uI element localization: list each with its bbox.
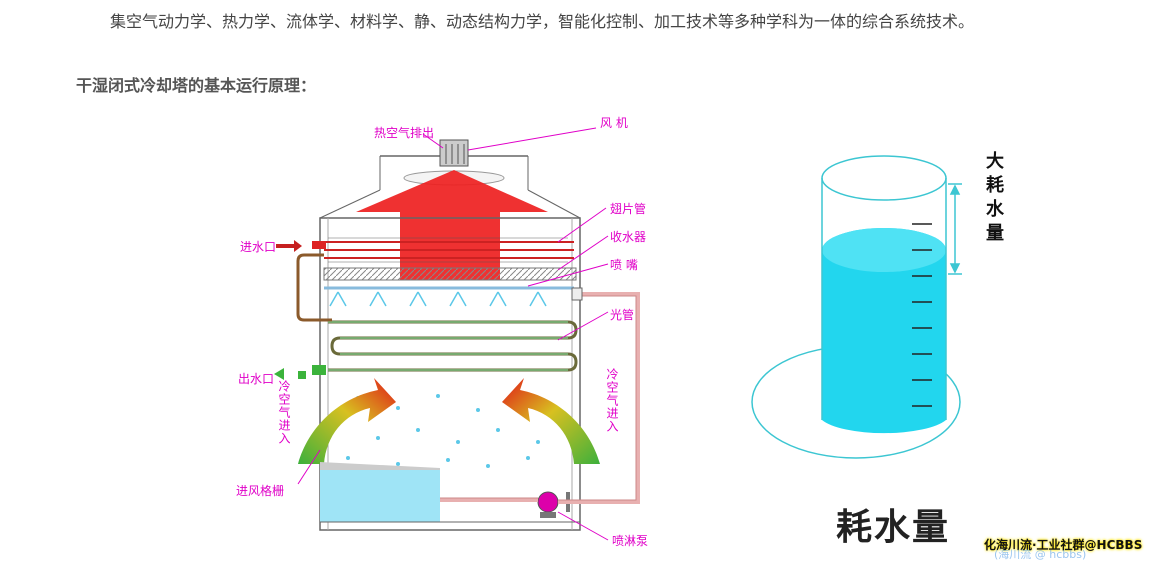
bare-tube-coil — [328, 320, 578, 372]
water-collector — [323, 267, 577, 281]
label-spray-pump: 喷淋泵 — [612, 534, 649, 548]
label-cold-air-in-right: 冷空气进入 — [605, 368, 619, 433]
hot-air-arrow — [356, 170, 548, 280]
spray-pattern — [329, 291, 547, 307]
label-water-inlet: 进水口 — [240, 240, 277, 254]
label-hot-air-out: 热空气排出 — [374, 126, 435, 140]
large-consumption-label: 大耗水量 — [986, 151, 1004, 244]
label-water-collector: 收水器 — [610, 230, 647, 244]
label-fin-tube: 翅片管 — [610, 202, 647, 216]
cylinder-water — [822, 228, 946, 434]
label-bare-tube: 光管 — [610, 308, 635, 322]
measurement-ticks — [912, 223, 932, 407]
label-fan: 风 机 — [600, 116, 628, 130]
water-consumption-cylinder — [751, 155, 962, 459]
watermark-sub: (海川流 @ hcbbs) — [994, 548, 1087, 561]
watermark: 化海川流·工业社群@HCBBS — [984, 538, 1143, 552]
water-inlet-arrow — [276, 240, 302, 252]
cooling-tower-diagram — [274, 127, 640, 541]
consumption-range-marker — [948, 183, 962, 275]
water-outlet-arrow — [284, 371, 306, 379]
water-basin — [320, 470, 440, 522]
label-nozzle: 喷 嘴 — [610, 258, 638, 272]
label-water-outlet: 出水口 — [238, 372, 275, 386]
spray-pump — [537, 491, 570, 518]
return-pipe — [440, 292, 640, 504]
cold-air-arrow-left — [298, 378, 396, 464]
fin-tube-coil — [324, 241, 574, 259]
intro-text: 集空气动力学、热力学、流体学、材料学、静、动态结构力学，智能化控制、加工技术等多… — [110, 12, 975, 31]
cold-air-arrow-right — [502, 378, 600, 464]
cylinder-top — [821, 155, 947, 201]
consumption-caption: 耗水量 — [836, 507, 951, 548]
inlet-pipe — [296, 253, 332, 322]
label-air-inlet-grille: 进风格栅 — [236, 484, 285, 498]
label-cold-air-in-left: 冷空气进入 — [277, 380, 291, 445]
section-heading: 干湿闭式冷却塔的基本运行原理： — [76, 76, 317, 95]
